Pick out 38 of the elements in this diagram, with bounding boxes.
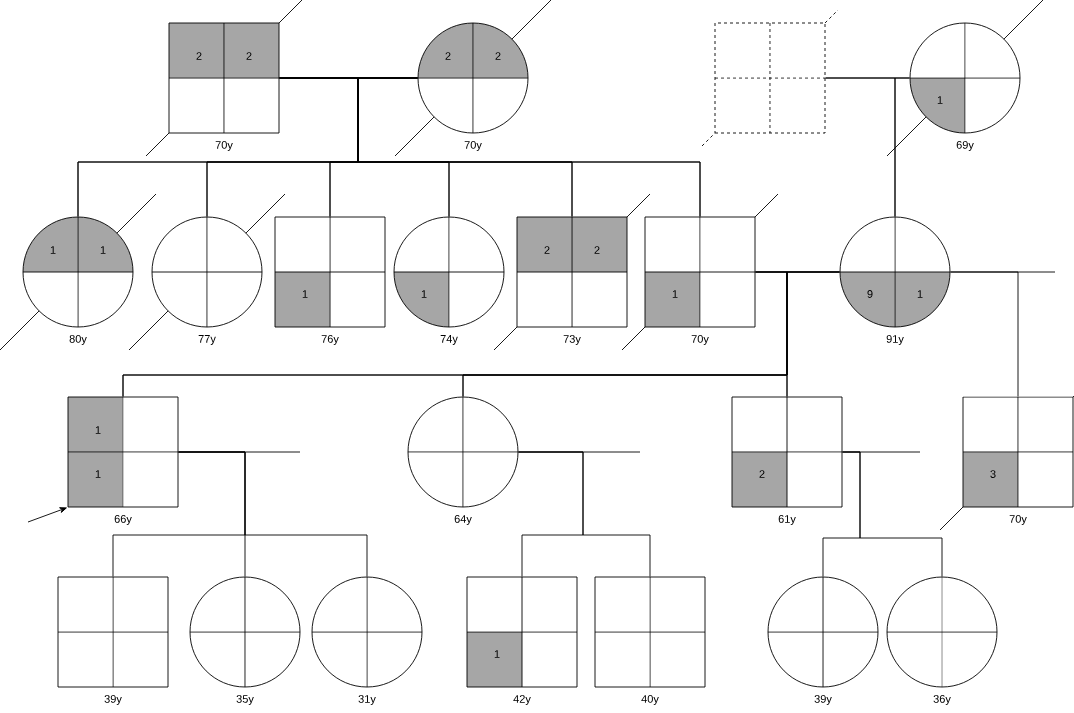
- age-label: 31y: [358, 695, 376, 705]
- pedigree-symbol: [151, 216, 263, 328]
- pedigree-symbol: [407, 396, 519, 508]
- age-label: 76y: [321, 335, 339, 345]
- pedigree-line: [518, 451, 651, 577]
- age-label: 69y: [956, 141, 974, 151]
- age-label: 73y: [563, 335, 581, 345]
- age-label: 66y: [114, 515, 132, 525]
- pedigree-symbol: [714, 22, 826, 134]
- pedigree-symbol: [189, 576, 301, 688]
- age-label: 36y: [933, 695, 951, 705]
- age-label: 61y: [778, 515, 796, 525]
- age-label: 40y: [641, 695, 659, 705]
- age-label: 77y: [198, 335, 216, 345]
- age-label: 80y: [69, 335, 87, 345]
- age-label: 70y: [215, 141, 233, 151]
- arrow: [27, 507, 67, 523]
- pedigree-line: [842, 451, 943, 577]
- pedigree-symbol: [594, 576, 706, 688]
- pedigree-line: [178, 451, 368, 577]
- age-label: 74y: [440, 335, 458, 345]
- age-label: 39y: [104, 695, 122, 705]
- age-label: 35y: [236, 695, 254, 705]
- age-label: 39y: [814, 695, 832, 705]
- age-label: 91y: [886, 335, 904, 345]
- age-label: 64y: [454, 515, 472, 525]
- pedigree-symbol: [886, 576, 998, 688]
- pedigree-symbol: [767, 576, 879, 688]
- pedigree-line: [786, 271, 840, 397]
- pedigree-symbol: [57, 576, 169, 688]
- age-label: 70y: [691, 335, 709, 345]
- pedigree-line: [825, 77, 896, 217]
- pedigree-line: [950, 271, 1019, 397]
- pedigree-symbol: [311, 576, 423, 688]
- age-label: 70y: [464, 141, 482, 151]
- age-label: 70y: [1009, 515, 1027, 525]
- pedigree-line: [357, 77, 701, 217]
- age-label: 42y: [513, 695, 531, 705]
